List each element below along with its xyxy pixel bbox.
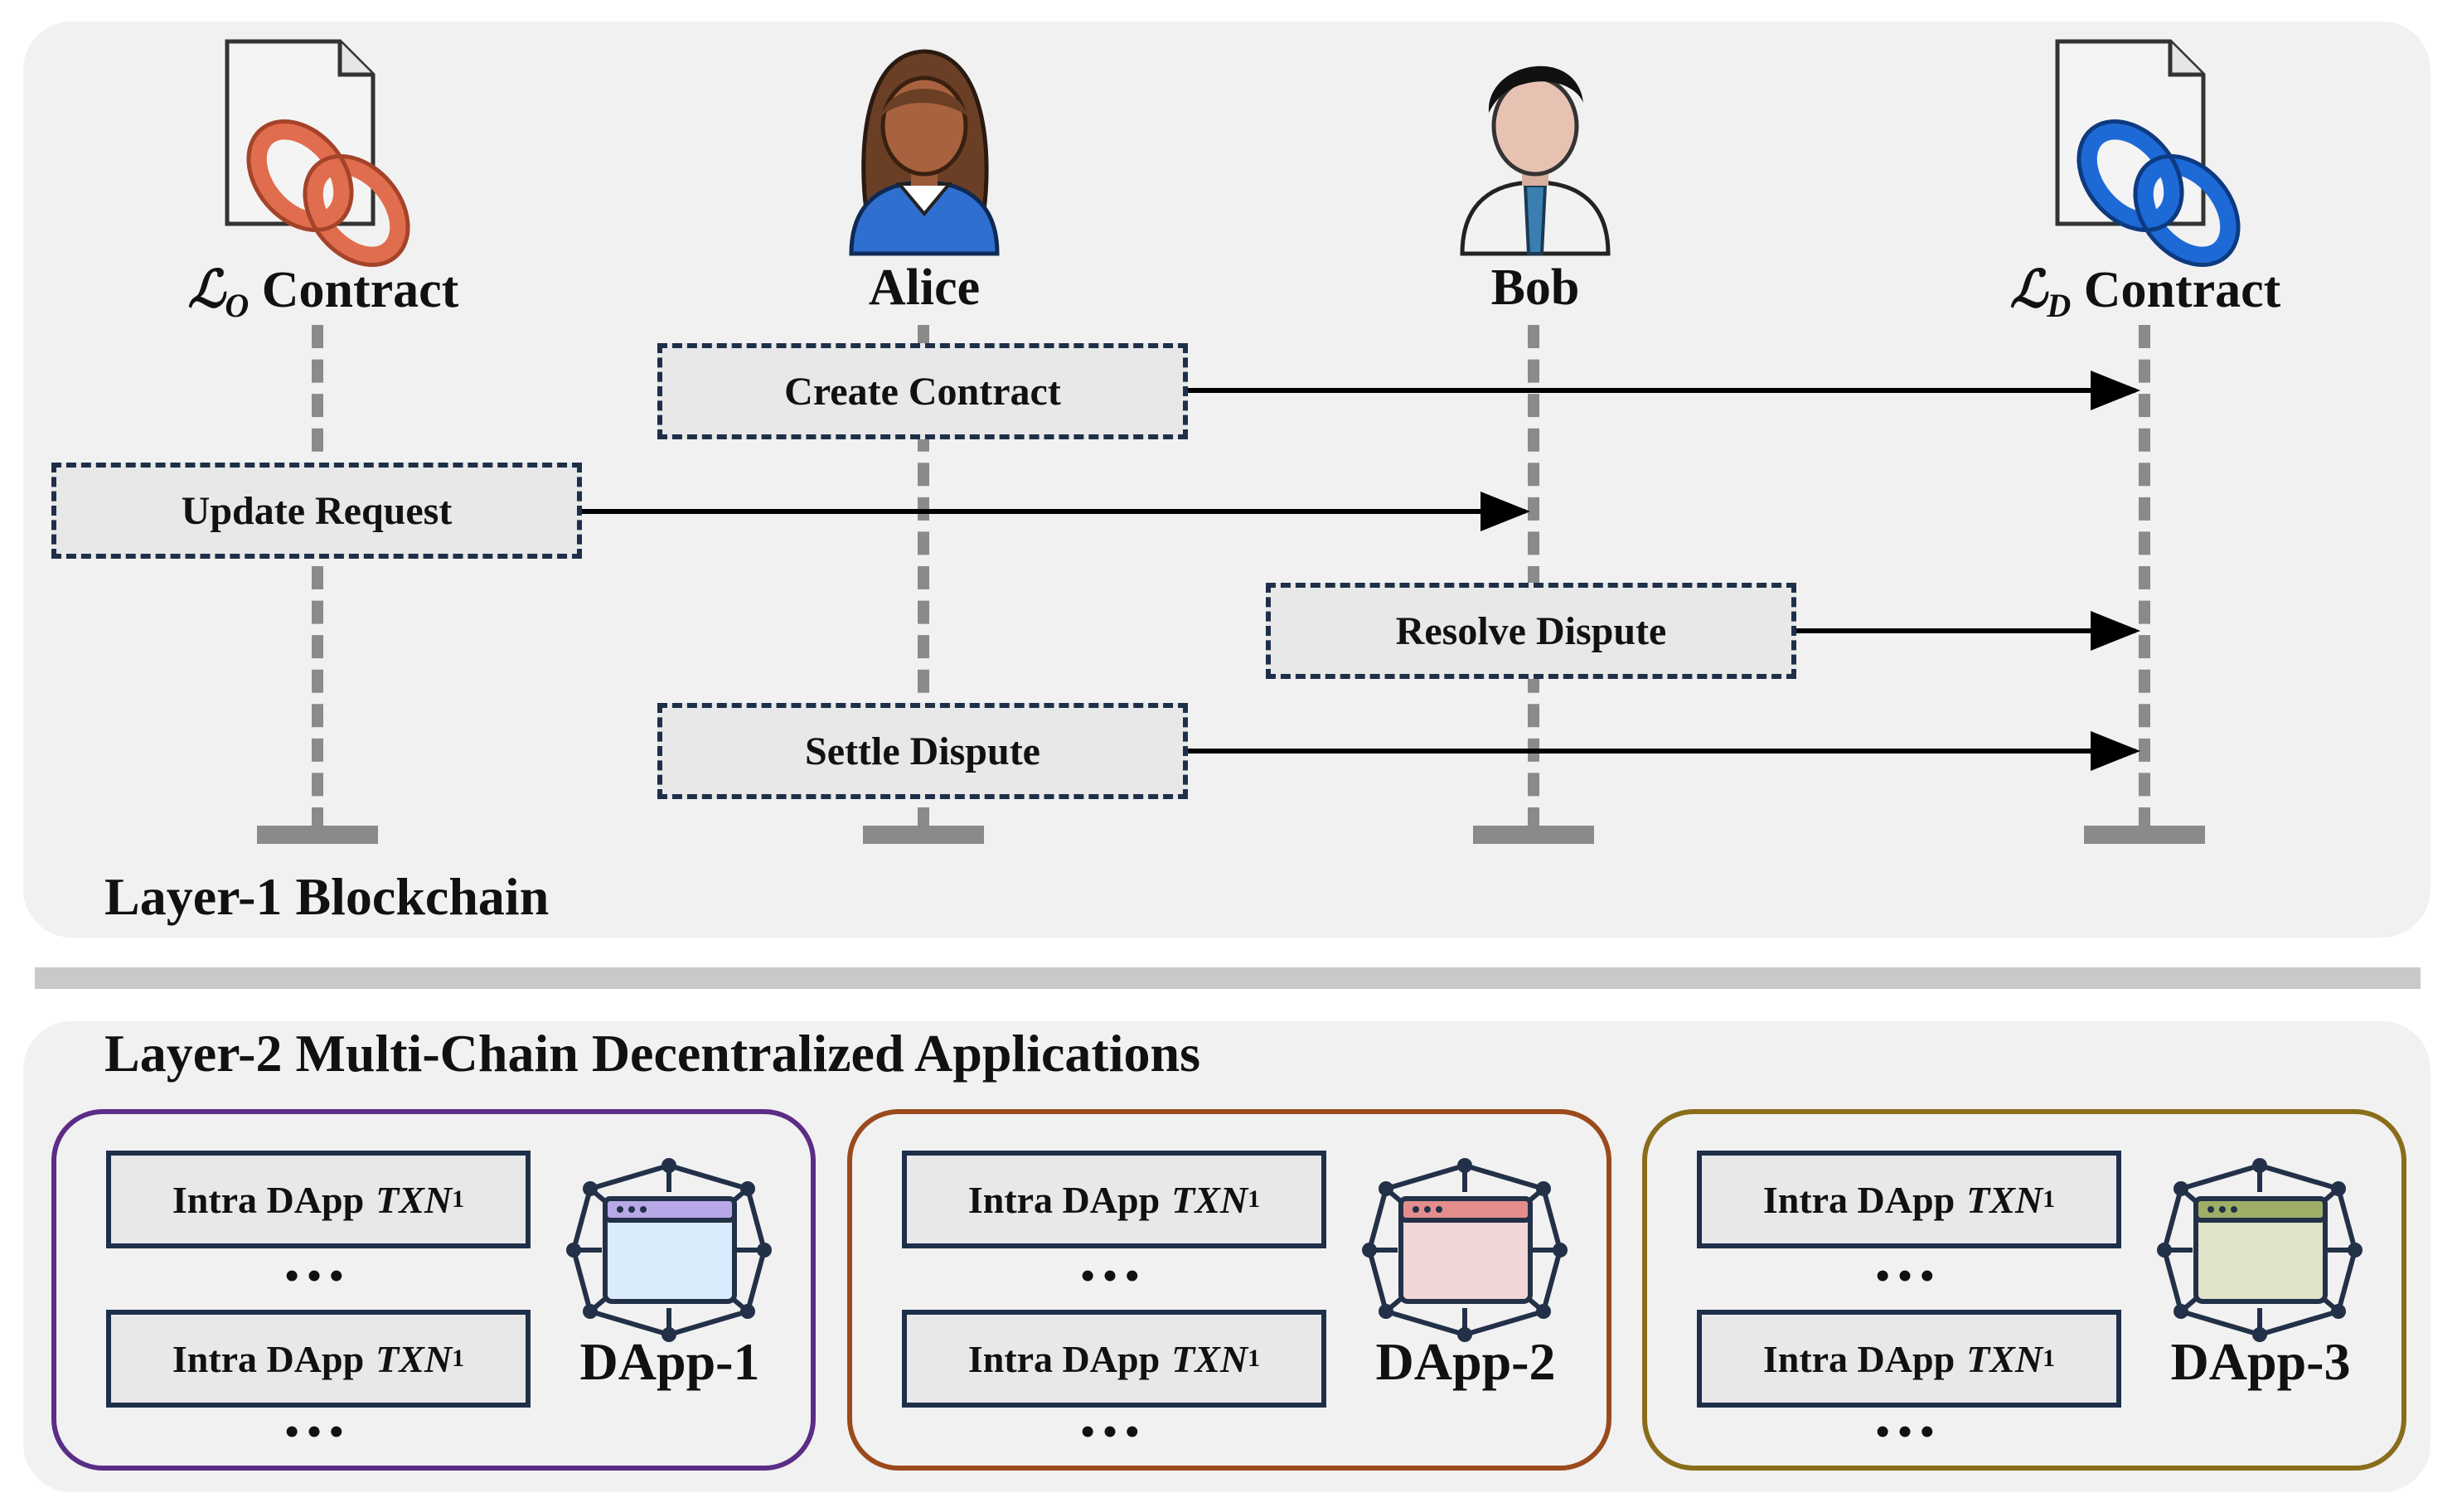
ellipsis-dots: ••• <box>284 1254 352 1298</box>
message-arrows <box>580 371 2140 771</box>
actor-name: Contract <box>2083 262 2281 318</box>
txn-subscript: 1 <box>2043 1345 2056 1372</box>
dapp-name-label: DApp-2 <box>1375 1332 1556 1391</box>
lifeline-ld-contract <box>2139 325 2150 831</box>
actor-label-alice: Alice <box>676 259 1173 317</box>
message-resolve-dispute: Resolve Dispute <box>1266 583 1796 679</box>
alice-avatar-icon <box>849 49 1000 256</box>
message-update-request: Update Request <box>51 463 582 559</box>
contract-blue-chain-icon <box>2055 39 2241 267</box>
lifeline-lo-contract <box>312 325 323 831</box>
ellipsis-dots: ••• <box>284 1410 352 1454</box>
txn-var: TXN <box>1966 1337 2043 1380</box>
actor-subscript: D <box>2047 287 2072 324</box>
txn-subscript: 1 <box>452 1185 465 1213</box>
dapp-window-icon <box>566 1158 772 1342</box>
message-settle-dispute: Settle Dispute <box>657 703 1188 799</box>
txn-prefix: Intra DApp <box>1762 1337 1955 1380</box>
dapp-card <box>1642 1109 2406 1471</box>
actor-label-ld-contract: ℒD Contract <box>1897 259 2394 325</box>
actor-label-lo-contract: ℒO Contract <box>75 259 572 325</box>
contract-orange-chain-icon <box>225 39 410 267</box>
message-create-contract: Create Contract <box>657 343 1188 439</box>
txn-prefix: Intra DApp <box>172 1178 365 1221</box>
dapp-card <box>51 1109 816 1471</box>
actor-name: Bob <box>1490 259 1580 316</box>
lifeline-end-alice <box>863 826 984 844</box>
actor-script-symbol: ℒ <box>2009 259 2048 319</box>
ellipsis-dots: ••• <box>1875 1254 1943 1298</box>
layer2-title: Layer-2 Multi-Chain Decentralized Applic… <box>104 1024 1200 1083</box>
ellipsis-dots: ••• <box>1080 1254 1148 1298</box>
dapp-name-label: DApp-1 <box>579 1332 760 1391</box>
lifeline-end-lo-contract <box>257 826 378 844</box>
actor-label-bob: Bob <box>1287 259 1784 317</box>
layer2-panel <box>23 1021 2430 1492</box>
dapp-window-icon <box>2157 1158 2362 1342</box>
txn-prefix: Intra DApp <box>1762 1178 1955 1221</box>
lifeline-end-bob <box>1473 826 1594 844</box>
actor-name: Alice <box>868 259 981 316</box>
actor-name: Contract <box>261 262 459 318</box>
txn-var: TXN <box>376 1178 453 1221</box>
ellipsis-dots: ••• <box>1080 1410 1148 1454</box>
txn-subscript: 1 <box>452 1345 465 1372</box>
dapp-window-icon <box>1362 1158 1568 1342</box>
actor-subscript: O <box>225 287 250 324</box>
txn-prefix: Intra DApp <box>967 1337 1161 1380</box>
ellipsis-dots: ••• <box>1875 1410 1943 1454</box>
dapp-card <box>847 1109 1611 1471</box>
lifeline-bob <box>1528 325 1539 831</box>
txn-var: TXN <box>1171 1337 1248 1380</box>
txn-prefix: Intra DApp <box>967 1178 1161 1221</box>
txn-subscript: 1 <box>1248 1345 1261 1372</box>
txn-subscript: 1 <box>2043 1185 2056 1213</box>
txn-subscript: 1 <box>1248 1185 1261 1213</box>
dapp-name-label: DApp-3 <box>2170 1332 2351 1391</box>
lifeline-end-ld-contract <box>2084 826 2205 844</box>
layer1-title: Layer-1 Blockchain <box>104 867 550 926</box>
txn-var: TXN <box>1966 1178 2043 1221</box>
txn-prefix: Intra DApp <box>172 1337 365 1380</box>
txn-var: TXN <box>376 1337 453 1380</box>
bob-avatar-icon <box>1460 65 1611 256</box>
actor-script-symbol: ℒ <box>187 259 225 319</box>
layer-divider <box>35 967 2421 989</box>
txn-var: TXN <box>1171 1178 1248 1221</box>
